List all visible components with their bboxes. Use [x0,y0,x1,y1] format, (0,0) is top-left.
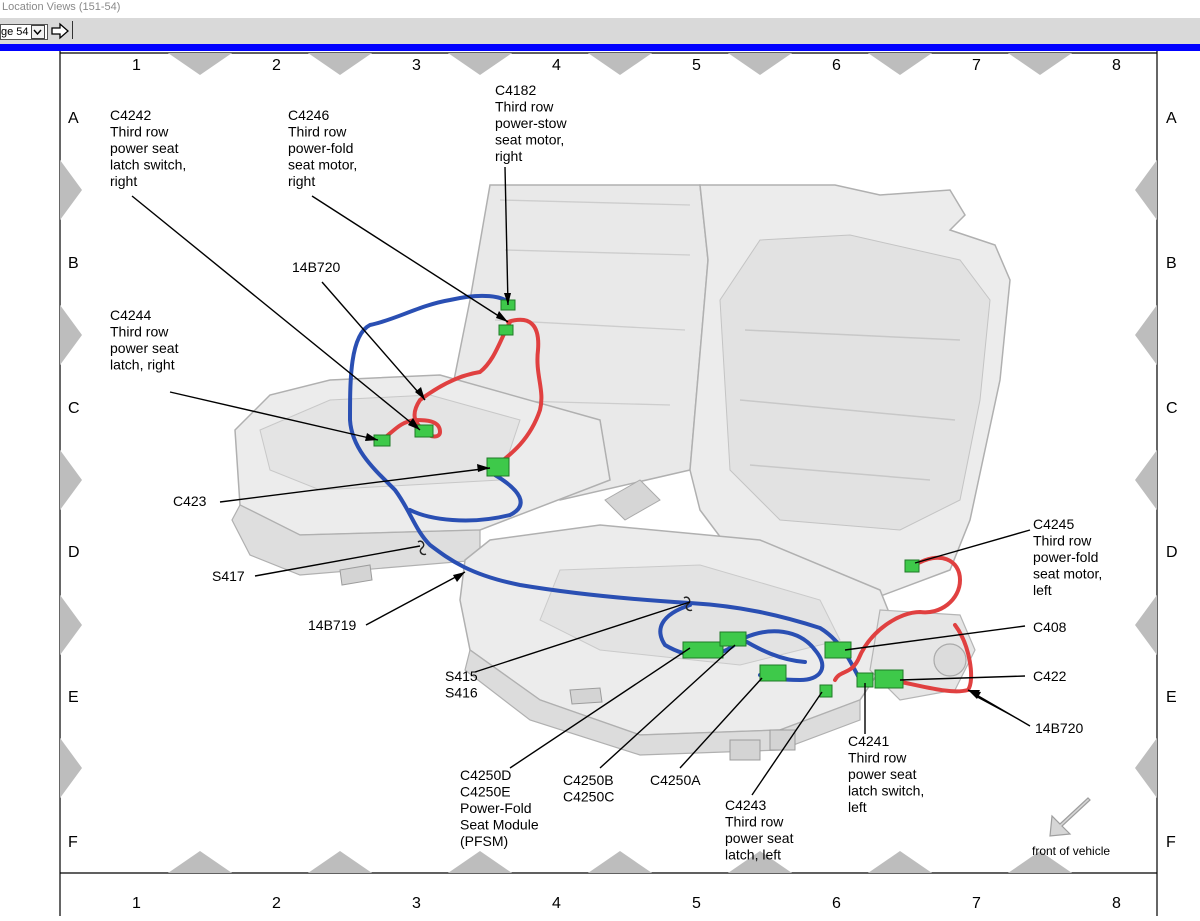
front-of-vehicle-arrow-icon [1049,797,1091,837]
label-b720-top: 14B720 [292,259,340,275]
grid-column-label: 7 [972,57,981,74]
grid-marker [60,450,82,510]
grid-marker [1135,595,1157,655]
window-title: Location Views (151-54) [0,0,1200,18]
label-c408: C408 [1033,619,1067,635]
grid-marker [60,738,82,798]
grid-marker [1008,851,1072,873]
grid-row-label: B [68,255,79,272]
label-b719: 14B719 [308,617,356,633]
grid-marker [588,851,652,873]
triangle-grip-icon[interactable] [612,44,634,57]
grid-marker [1135,160,1157,220]
grid-column-label: 8 [1112,895,1121,912]
panel-splitter[interactable] [0,44,1200,51]
callout-arrowheads [365,293,1030,726]
right-arrow-icon[interactable] [50,22,70,40]
grid-row-label: E [68,689,79,706]
toolbar-separator [72,21,73,39]
grid-marker [308,53,372,75]
page-select-value: ge 54 [1,26,29,38]
label-c423: C423 [173,493,207,509]
grid-marker [1135,450,1157,510]
grid-row-label: F [68,834,78,851]
wire-harness-blue [347,293,862,683]
wire-harness-red [380,317,974,694]
grid-row-label: C [68,400,80,417]
label-s417: S417 [212,568,245,584]
grid-marker [868,53,932,75]
grid-marker [60,305,82,365]
grid-marker [728,851,792,873]
grid-marker [1008,53,1072,75]
grid-row-label: A [1166,110,1177,127]
grid-marker [60,595,82,655]
grid-marker [1135,738,1157,798]
grid-marker [1135,305,1157,365]
grid-marker [168,53,232,75]
grid-row-label: D [1166,544,1178,561]
grid-column-label: 5 [692,895,701,912]
grid-column-label: 1 [132,57,141,74]
grid-row-label: F [1166,834,1176,851]
callout-leader-lines [131,166,1031,796]
grid-column-label: 3 [412,57,421,74]
grid-column-label: 2 [272,895,281,912]
connectors [373,299,920,698]
grid-row-label: E [1166,689,1177,706]
grid-column-label: 3 [412,895,421,912]
label-c422: C422 [1033,668,1067,684]
grid-column-label: 7 [972,895,981,912]
grid-row-label: A [68,110,79,127]
grid-column-label: 4 [552,57,561,74]
page-select[interactable]: ge 54 [0,24,48,40]
grid-column-label: 6 [832,57,841,74]
grid-marker [728,53,792,75]
grid-marker [448,53,512,75]
grid-marker [168,851,232,873]
grid-marker [448,851,512,873]
grid-marker [308,851,372,873]
label-front: front of vehicle [1032,844,1110,858]
grid-marker [588,53,652,75]
grid-marker [60,160,82,220]
grid-column-label: 2 [272,57,281,74]
grid-row-label: D [68,544,80,561]
grid-markers [60,53,1157,873]
grid-row-label: C [1166,400,1178,417]
grid-column-label: 6 [832,895,841,912]
grid-column-label: 4 [552,895,561,912]
label-b720-right: 14B720 [1035,720,1083,736]
label-c4250a: C4250A [650,772,701,788]
grid-column-label: 1 [132,895,141,912]
grid-marker [868,851,932,873]
seat-illustration [231,184,1011,761]
grid-row-label: B [1166,255,1177,272]
toolbar: ge 54 [0,18,1200,44]
grid-column-label: 5 [692,57,701,74]
chevron-down-icon[interactable] [30,25,45,39]
grid-column-label: 8 [1112,57,1121,74]
